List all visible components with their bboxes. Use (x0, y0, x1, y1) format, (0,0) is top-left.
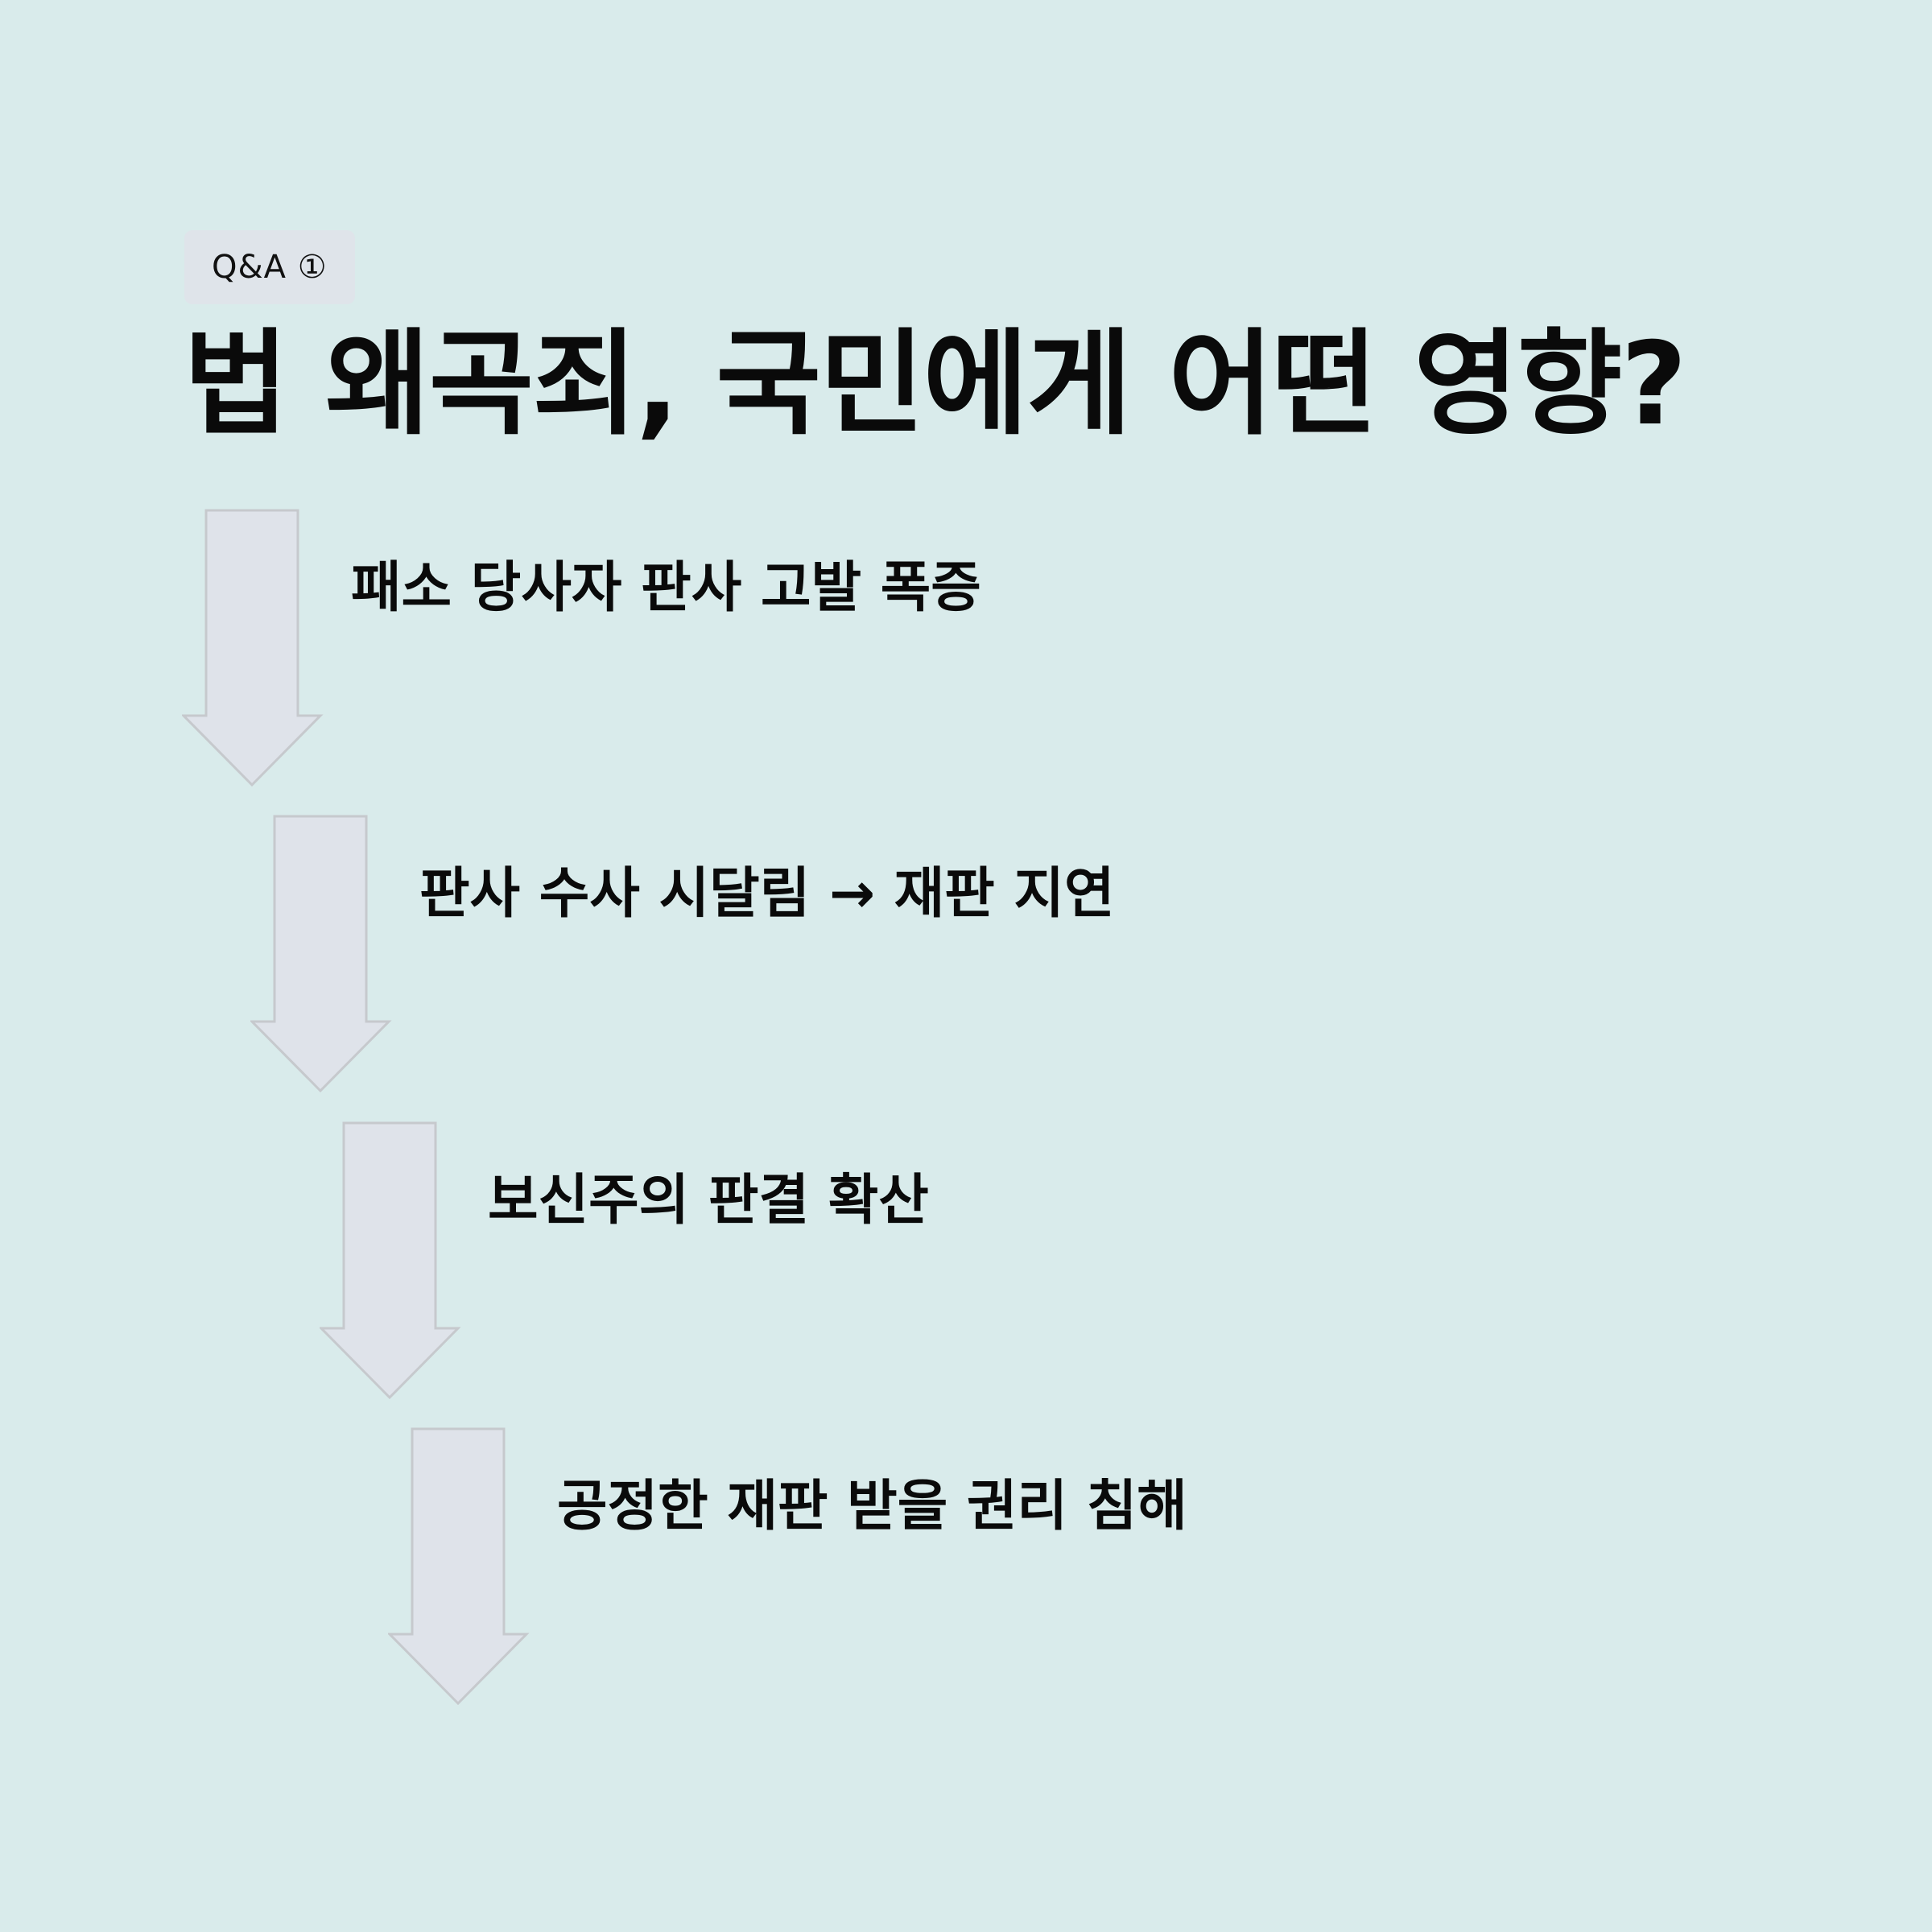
page-title: 법 왜곡죄, 국민에게 어떤 영향? (184, 318, 1687, 451)
down-arrow-icon (320, 1121, 461, 1400)
step-label-2: 판사 수사 시달림 → 재판 지연 (419, 862, 1115, 926)
down-arrow-icon (388, 1427, 530, 1706)
qa-badge-label: Q&A ① (212, 249, 328, 286)
step-label-3: 보신주의 판결 확산 (488, 1169, 929, 1232)
step-label-4: 공정한 재판 받을 권리 침해 (557, 1475, 1187, 1538)
qa-badge: Q&A ① (184, 230, 355, 304)
down-arrow-icon (182, 509, 324, 787)
down-arrow-icon (250, 815, 392, 1093)
step-label-1: 패소 당사자 판사 고발 폭증 (351, 556, 981, 620)
